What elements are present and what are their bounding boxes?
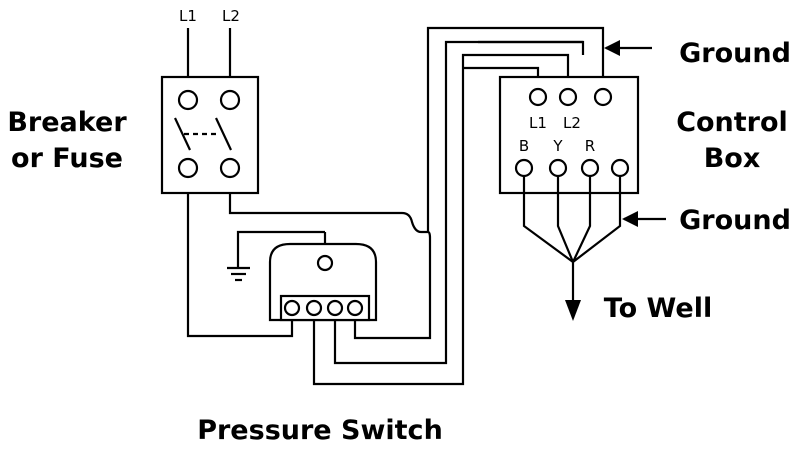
- input-label-l2: L2: [222, 7, 240, 25]
- control-box-label-line2: Box: [704, 143, 761, 174]
- wire-breaker-l1-to-switch: [186, 178, 294, 338]
- pressure-switch-label: Pressure Switch: [197, 415, 443, 446]
- wire-control-l1-drop: [478, 40, 585, 55]
- ground-label-mid: Ground: [679, 205, 791, 236]
- to-well-label: To Well: [604, 293, 712, 324]
- well-wire-y: [556, 176, 575, 263]
- breaker-switch-blade-2: [215, 117, 232, 151]
- switch-ground-wire: [236, 230, 325, 268]
- control-box-terminal-y: [548, 158, 568, 178]
- breaker-switch-blade-1: [174, 117, 191, 151]
- control-terminal-label-b: B: [519, 137, 529, 155]
- ground-label-top: Ground: [679, 38, 791, 69]
- input-label-l1: L1: [179, 7, 197, 25]
- breaker-terminal-l2-in: [219, 89, 241, 111]
- control-box-terminal-l1: [528, 87, 548, 107]
- ground-wire-top: [426, 26, 605, 232]
- well-wire-r: [572, 176, 592, 263]
- control-box-terminal-l2: [558, 87, 578, 107]
- breaker-label-line1: Breaker: [7, 107, 127, 138]
- control-box-terminal-ground-out: [610, 158, 630, 178]
- well-wire-b: [522, 176, 574, 263]
- ground-top-arrow-icon: [604, 40, 652, 56]
- pressure-switch-terminal-3: [326, 299, 344, 317]
- breaker-label-line2: or Fuse: [11, 143, 123, 174]
- control-box-terminal-ground: [593, 87, 613, 107]
- breaker-terminal-l1-out: [177, 157, 199, 179]
- breaker-terminal-l1-in: [177, 89, 199, 111]
- breaker-box: [160, 75, 260, 195]
- control-box-terminal-b: [514, 158, 534, 178]
- to-well-arrow-icon: [565, 300, 581, 321]
- wire-switch-to-control-l2: [312, 53, 570, 386]
- pressure-switch-ground-terminal: [316, 254, 334, 272]
- control-terminal-label-y: Y: [552, 137, 563, 155]
- control-box-label-line1: Control: [676, 107, 788, 138]
- pressure-switch-terminal-2: [305, 299, 323, 317]
- control-box-terminal-r: [580, 158, 600, 178]
- earth-ground-icon: [227, 266, 250, 282]
- wire-breaker-l2-to-switch: [228, 178, 432, 340]
- control-terminal-label-r: R: [585, 137, 595, 155]
- well-wire-ground: [572, 176, 622, 263]
- control-terminal-label-l2: L2: [563, 114, 581, 132]
- pressure-switch-terminal-4: [346, 299, 364, 317]
- breaker-terminal-l2-out: [219, 157, 241, 179]
- pressure-switch-terminal-1: [283, 299, 301, 317]
- ground-mid-arrow-icon: [622, 211, 666, 227]
- control-terminal-label-l1: L1: [529, 114, 547, 132]
